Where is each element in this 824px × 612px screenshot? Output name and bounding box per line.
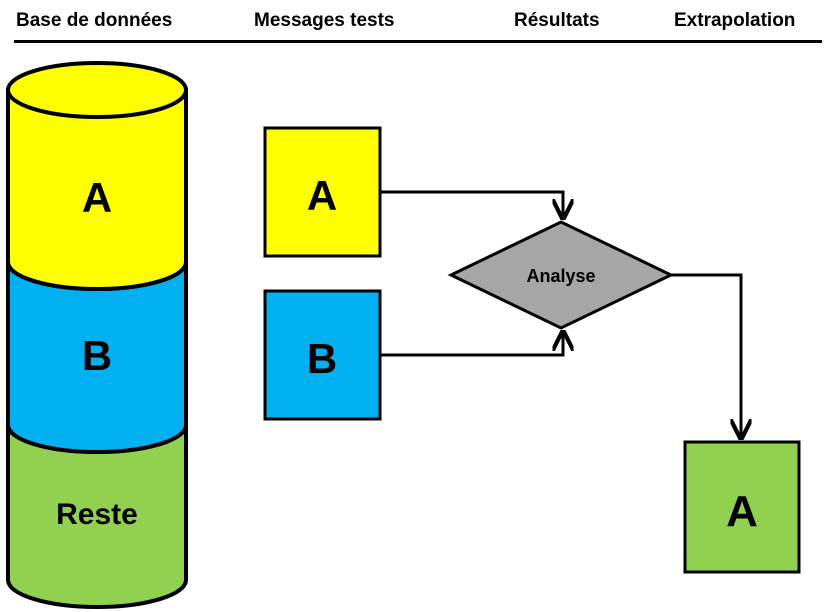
db-label-rest: Reste	[56, 498, 138, 531]
test-message-a-label: A	[307, 172, 337, 219]
db-label-b: B	[82, 332, 112, 379]
analysis-diamond	[447, 220, 675, 330]
test-message-a-box	[263, 126, 382, 258]
header-test-messages: Messages tests	[254, 10, 395, 31]
db-segment-a	[6, 88, 188, 291]
header-divider	[14, 40, 822, 43]
arrow-analysis-to-extrapolation	[671, 273, 741, 438]
arrow-b-to-analysis	[380, 332, 563, 357]
arrow-a-to-analysis	[380, 190, 563, 218]
header-extrapolation: Extrapolation	[674, 10, 796, 31]
header-results: Résultats	[514, 10, 600, 31]
extrapolation-box	[683, 440, 801, 574]
database-cylinder: A B Reste	[6, 61, 188, 609]
db-label-a: A	[82, 174, 112, 221]
test-message-b-label: B	[307, 335, 337, 382]
analysis-label: Analyse	[526, 266, 595, 286]
db-top	[6, 61, 188, 119]
extrapolation-label: A	[726, 487, 758, 536]
header-database: Base de données	[16, 10, 173, 31]
